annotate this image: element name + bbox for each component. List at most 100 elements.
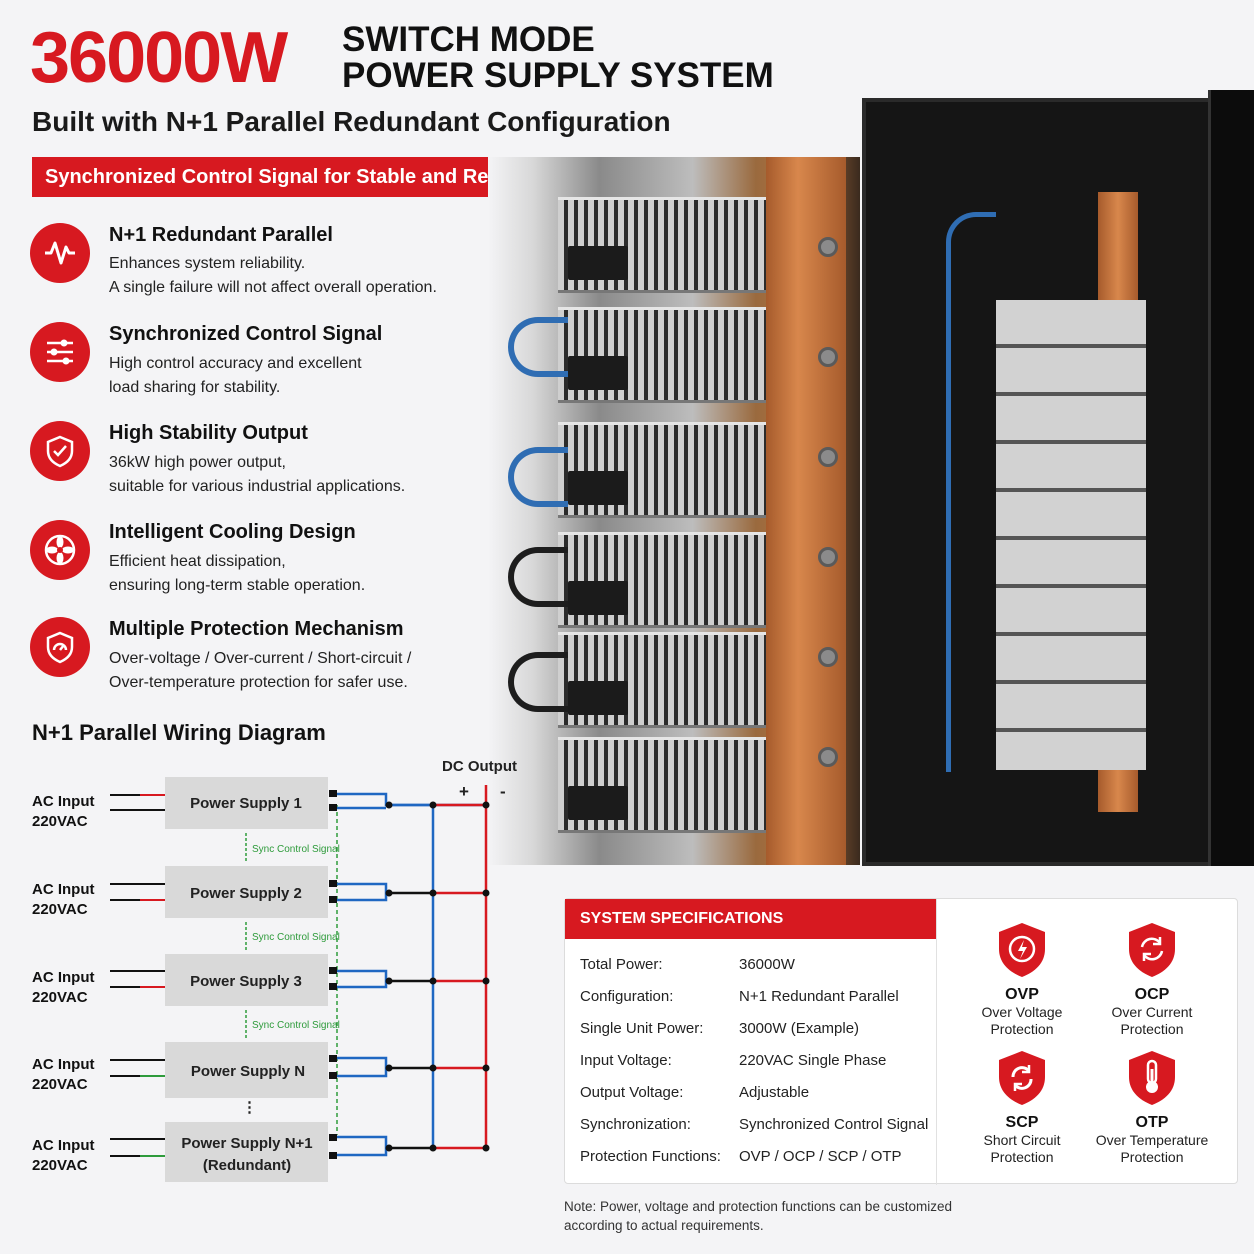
ac-voltage-label: 220VAC [32, 1076, 88, 1093]
diagram-title: N+1 Parallel Wiring Diagram [32, 720, 326, 745]
cabinet-photo [862, 98, 1254, 866]
feature-desc-line2: Over-temperature protection for safer us… [109, 674, 408, 691]
power-supply-label: Power Supply 3 [190, 973, 302, 990]
blue-cable [508, 447, 568, 507]
feature-sync: Synchronized Control Signal High control… [30, 322, 500, 412]
spec-label: Protection Functions: [580, 1148, 721, 1165]
sync-signal: Sync Control Signal [245, 922, 340, 950]
redundant-label: (Redundant) [203, 1157, 291, 1174]
protection-ovp: OVP Over Voltage Protection [957, 921, 1087, 1038]
ac-voltage-label: 220VAC [32, 813, 88, 830]
protection-ocp: OCP Over Current Protection [1087, 921, 1217, 1038]
protection-desc-line1: Over Temperature [1095, 1132, 1209, 1148]
power-supply-box [165, 866, 328, 918]
power-supply-box [165, 954, 328, 1006]
headline-title-line1: SWITCH MODE [342, 20, 595, 59]
headline-power: 36000W [30, 18, 288, 98]
spec-label: Total Power: [580, 956, 663, 973]
psu-rack-photo [488, 157, 860, 865]
feature-desc-line1: Over-voltage / Over-current / Short-circ… [109, 650, 412, 667]
terminal-block [568, 246, 628, 280]
shield-thermometer-icon [1129, 1051, 1175, 1105]
terminal-block [568, 471, 628, 505]
terminal-block [568, 356, 628, 390]
feature-stability: High Stability Output 36kW high power ou… [30, 421, 500, 511]
ac-input-label: AC Input [32, 1137, 94, 1154]
wiring-diagram: DC Output + - AC Input 220VAC Power Supp… [32, 758, 517, 1182]
psu-module [558, 632, 768, 728]
sync-label: Sync Control Signal [252, 844, 340, 855]
dc-minus-label: - [500, 782, 506, 801]
protection-code: SCP [1005, 1114, 1039, 1131]
spec-label: Synchronization: [580, 1116, 691, 1133]
feature-title: Intelligent Cooling Design [109, 521, 356, 543]
shield-current-icon [1129, 923, 1175, 977]
feature-protection: Multiple Protection Mechanism Over-volta… [30, 617, 500, 707]
psu-module [558, 197, 768, 293]
spec-value: 36000W [739, 956, 795, 973]
sync-label: Sync Control Signal [252, 1020, 340, 1031]
spec-value: Synchronized Control Signal [739, 1116, 929, 1133]
black-cable [508, 652, 568, 712]
power-supply-label: Power Supply N [191, 1063, 305, 1080]
power-supply-box [165, 1042, 328, 1098]
ac-input-label: AC Input [32, 1056, 94, 1073]
fan-icon [30, 520, 90, 580]
spec-label: Input Voltage: [580, 1052, 672, 1069]
blue-cable [508, 317, 568, 377]
bolt [818, 237, 838, 257]
power-supply-unit: AC Input 220VAC Power Supply N [32, 1042, 490, 1098]
feature-cooling: Intelligent Cooling Design Efficient hea… [30, 520, 500, 610]
spec-value: Adjustable [739, 1084, 810, 1101]
protection-otp: OTP Over Temperature Protection [1087, 1049, 1217, 1166]
sliders-icon [30, 322, 90, 382]
feature-title: High Stability Output [109, 422, 308, 444]
protection-code: OCP [1134, 986, 1170, 1003]
power-supply-unit-redundant: AC Input 220VAC Power Supply N+1 (Redund… [32, 1122, 490, 1182]
power-supply-box [165, 777, 328, 829]
psu-module [558, 307, 768, 403]
feature-title: Synchronized Control Signal [109, 323, 383, 345]
psu-module [558, 532, 768, 628]
ac-voltage-label: 220VAC [32, 901, 88, 918]
copper-busbar [766, 157, 846, 865]
feature-title: Multiple Protection Mechanism [109, 618, 404, 640]
protection-desc-line2: Protection [1120, 1021, 1184, 1037]
shield-gauge-icon [30, 617, 90, 677]
terminal-block [568, 786, 628, 820]
dc-plus-label: + [459, 782, 469, 801]
feature-desc-line2: A single failure will not affect overall… [109, 279, 437, 296]
protection-scp: SCP Short Circuit Protection [957, 1049, 1087, 1166]
feature-desc-line1: Enhances system reliability. [109, 255, 306, 272]
power-supply-box [165, 1122, 328, 1182]
ac-input-label: AC Input [32, 969, 94, 986]
feature-desc-line1: Efficient heat dissipation, [109, 553, 286, 570]
waveform-icon [30, 223, 90, 283]
protection-code: OVP [1005, 986, 1039, 1003]
headline-title-line2: POWER SUPPLY SYSTEM [342, 56, 774, 95]
spec-value: 220VAC Single Phase [739, 1052, 887, 1069]
subtitle: Built with N+1 Parallel Redundant Config… [32, 106, 671, 137]
spec-label: Output Voltage: [580, 1084, 684, 1101]
sync-label: Sync Control Signal [252, 932, 340, 943]
bolt [818, 347, 838, 367]
ac-voltage-label: 220VAC [32, 989, 88, 1006]
power-supply-label: Power Supply 2 [190, 885, 302, 902]
blue-cable [946, 212, 996, 772]
feature-desc-line2: load sharing for stability. [109, 379, 281, 396]
cabinet-door [1208, 90, 1254, 866]
protection-desc-line2: Protection [990, 1021, 1054, 1037]
feature-title: N+1 Redundant Parallel [109, 224, 333, 246]
power-supply-label: Power Supply N+1 [181, 1135, 312, 1152]
shield-check-icon [30, 421, 90, 481]
terminal-block [568, 581, 628, 615]
feature-desc-line1: 36kW high power output, [109, 454, 286, 471]
power-supply-unit: AC Input 220VAC Power Supply 1 [32, 777, 490, 830]
protection-desc-line1: Short Circuit [983, 1132, 1061, 1148]
sync-signal: Sync Control Signal [245, 1010, 340, 1040]
feature-desc-line2: suitable for various industrial applicat… [109, 478, 406, 495]
bolt [818, 547, 838, 567]
spec-label: Single Unit Power: [580, 1020, 704, 1037]
more-units-ellipsis: ⋮ [242, 1099, 257, 1116]
specs-divider [936, 899, 937, 1185]
